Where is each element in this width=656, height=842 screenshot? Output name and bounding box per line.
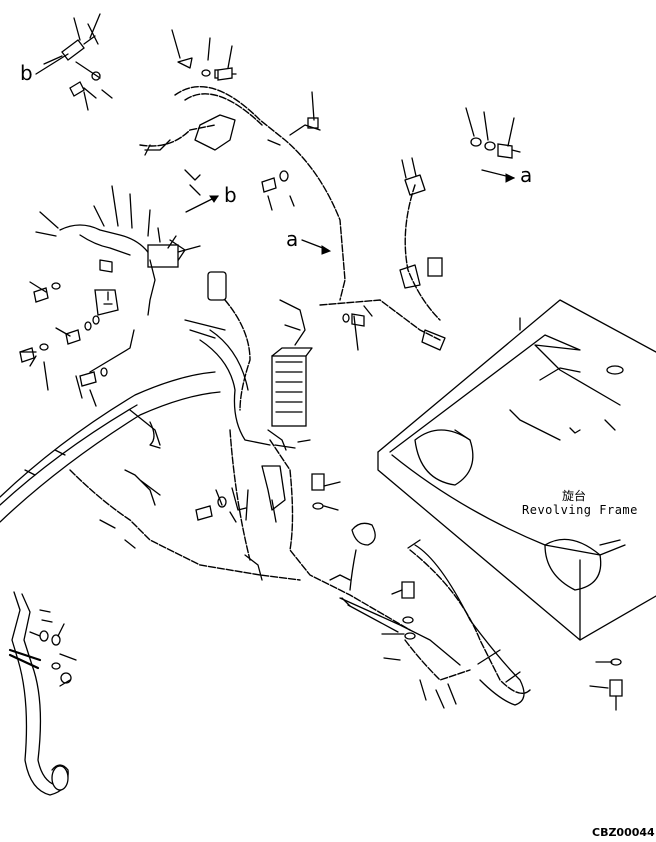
harness-runs — [69, 86, 531, 694]
callout-a-left: a — [286, 227, 298, 251]
relay-block — [184, 271, 313, 446]
callout-arrows — [35, 53, 516, 255]
frame-label-jp: 旋台 — [562, 488, 586, 503]
revolving-frame — [377, 299, 656, 641]
callout-b-left: b — [20, 61, 33, 85]
lower-cables — [8, 522, 525, 796]
drawing-code: CBZ00044 — [592, 826, 655, 839]
fasteners — [19, 35, 623, 711]
callout-a-right: a — [520, 163, 532, 187]
frame-label-en: Revolving Frame — [522, 503, 638, 517]
leader-lines — [19, 13, 613, 709]
callout-b-right: b — [224, 183, 237, 207]
main-harness-trunk — [0, 371, 221, 523]
left-cluster — [59, 224, 186, 316]
clamps — [99, 174, 446, 581]
